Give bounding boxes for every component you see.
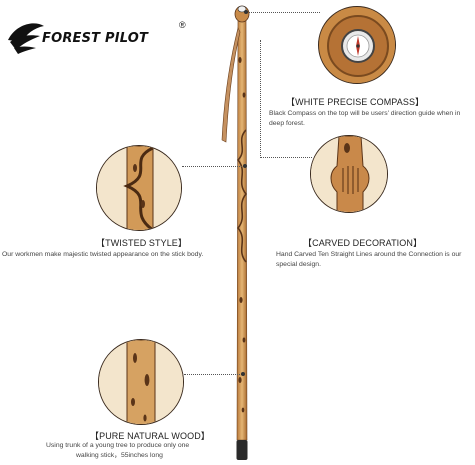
carved-leader-line <box>260 157 312 158</box>
natural-description-line2: walking stick，55inches long <box>76 452 163 459</box>
wood-knots <box>238 57 246 413</box>
natural-title: 【PURE NATURAL WOOD】 <box>90 431 210 441</box>
twisted-detail-image <box>96 145 182 231</box>
twisted-leader-dot <box>243 164 247 168</box>
compass-title: 【WHITE PRECISE COMPASS】 <box>286 97 425 107</box>
wrist-strap <box>221 27 241 143</box>
compass-detail-image <box>318 6 396 84</box>
registered-mark: ® <box>179 20 186 30</box>
twisted-spiral <box>236 129 248 263</box>
carved-leader-vertical <box>260 40 261 158</box>
twisted-title: 【TWISTED STYLE】 <box>96 238 188 248</box>
feather-logo-icon <box>8 23 44 54</box>
twisted-description: Our workmen make majestic twisted appear… <box>2 251 204 258</box>
compass-leader-dot <box>244 10 248 14</box>
twisted-leader-line <box>182 166 244 167</box>
carved-description: Hand Carved Ten Straight Lines around th… <box>276 251 462 268</box>
natural-leader-dot <box>241 372 245 376</box>
brand-name: FOREST PILOT <box>42 31 149 46</box>
natural-wood-detail-image <box>98 339 184 425</box>
carved-detail-image <box>310 135 388 213</box>
walking-stick <box>221 5 250 460</box>
natural-description-line1: Using trunk of a young tree to produce o… <box>46 442 190 449</box>
brand-logo: FOREST PILOT ® <box>6 18 191 58</box>
compass-leader-line <box>246 12 320 13</box>
compass-description: Black Compass on the top will be users' … <box>269 110 461 127</box>
carved-title: 【CARVED DECORATION】 <box>303 238 423 248</box>
natural-leader-line <box>184 374 242 375</box>
rubber-tip <box>236 440 248 460</box>
